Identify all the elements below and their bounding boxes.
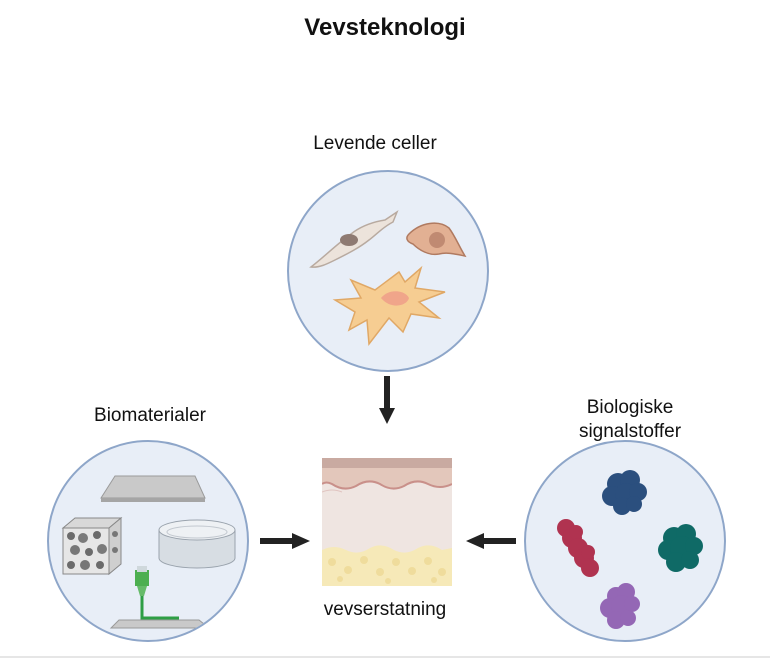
protein-teal-icon (658, 524, 703, 572)
tissue-construct-icon (322, 458, 452, 586)
protein-purple-icon (600, 583, 640, 629)
arrow-left-icon (466, 533, 516, 549)
label-biomaterials: Biomaterialer (94, 405, 206, 426)
sheet-icon (100, 475, 206, 502)
protein-red-icon (557, 519, 599, 577)
arrow-right-icon (260, 533, 310, 549)
cell-grey-icon (309, 210, 399, 268)
page-title: Vevsteknologi (304, 14, 466, 41)
arrow-down-icon (379, 376, 395, 424)
label-signal-molecules: Biologiske signalstoffer (578, 397, 682, 442)
label-tissue-replacement: vevserstatning (323, 599, 447, 620)
circle-living-cells (287, 170, 489, 372)
cell-brown-icon (406, 222, 467, 258)
cell-orange-icon (332, 265, 446, 346)
scaffold-cube-icon (61, 516, 123, 576)
label-living-cells: Levende celler (313, 133, 437, 154)
protein-blue-icon (602, 470, 647, 515)
circle-signal-molecules (524, 440, 726, 642)
bioprinter-icon (109, 566, 211, 629)
circle-biomaterials (47, 440, 249, 642)
hydrogel-disc-icon (158, 519, 236, 569)
bottom-divider (0, 656, 770, 658)
